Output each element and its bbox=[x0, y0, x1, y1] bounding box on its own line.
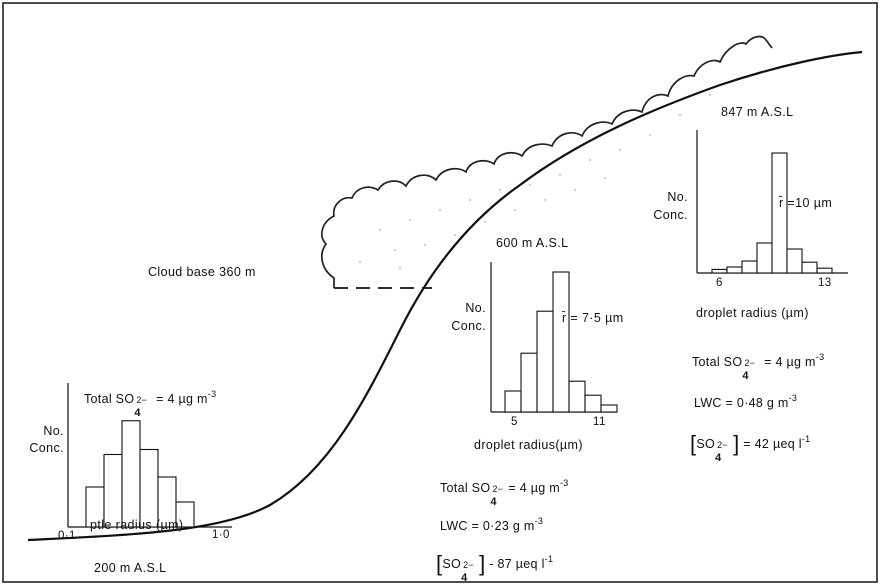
mid-total-value: = 4 µg m bbox=[508, 481, 560, 495]
mid-bracket-close: ] bbox=[479, 551, 486, 576]
high-total-prefix: Total SO bbox=[692, 355, 743, 369]
sulfate-subscript: 4 bbox=[715, 452, 722, 464]
mid-mean-radius: r̄ = 7·5 µm bbox=[562, 311, 624, 325]
sulfate-subscript: 4 bbox=[742, 370, 749, 382]
high-ylabel-line2: Conc. bbox=[653, 208, 688, 222]
mid-bar-7 bbox=[600, 404, 618, 413]
high-bar-8 bbox=[816, 267, 833, 274]
sulfate-subscript: 4 bbox=[134, 407, 141, 419]
sulfate-superscript: 2− bbox=[717, 440, 728, 450]
low-total-prefix: Total SO bbox=[84, 392, 135, 406]
mid-conc-value: - 87 µeq l bbox=[485, 557, 545, 571]
mid-xlabel: droplet radius(µm) bbox=[474, 438, 583, 452]
high-conc-value: = 42 µeq l bbox=[739, 437, 802, 451]
histogram-high bbox=[696, 130, 848, 274]
low-bar-3 bbox=[121, 420, 141, 528]
mid-conc-exp: -1 bbox=[544, 554, 554, 564]
mid-lwc-label: LWC = 0·23 g m bbox=[440, 519, 535, 533]
mid-tick-right: 11 bbox=[593, 416, 606, 428]
mid-bracket-open: [ bbox=[436, 551, 443, 576]
mid-bracket-species: SO bbox=[442, 557, 462, 571]
high-total-exp: -3 bbox=[815, 352, 825, 362]
low-bar-2 bbox=[103, 453, 123, 528]
high-tick-left: 6 bbox=[716, 277, 723, 289]
mid-bar-6 bbox=[584, 394, 602, 413]
low-tick-right: 1·0 bbox=[212, 529, 230, 541]
low-bar-6 bbox=[175, 501, 195, 528]
high-bar-5 bbox=[771, 152, 788, 274]
high-lwc-exp: -3 bbox=[788, 393, 798, 403]
high-bar-4 bbox=[756, 242, 773, 274]
high-bar-7 bbox=[801, 261, 818, 274]
low-ylabel-line1: No. bbox=[43, 424, 64, 438]
high-total-value: = 4 µg m bbox=[760, 355, 816, 369]
mid-bar-2 bbox=[520, 352, 538, 413]
high-conc-exp: -1 bbox=[801, 434, 811, 444]
mid-lwc: LWC = 0·23 g m-3 bbox=[440, 516, 543, 533]
high-bar-1 bbox=[711, 268, 728, 274]
high-bar-3 bbox=[741, 260, 758, 274]
sulfate-subscript: 4 bbox=[461, 572, 468, 584]
low-ylabel: No. Conc. bbox=[28, 423, 64, 457]
mid-total-exp: -3 bbox=[559, 478, 569, 488]
mid-ylabel-line2: Conc. bbox=[451, 319, 486, 333]
high-ylabel-line1: No. bbox=[667, 190, 688, 204]
sulfate-superscript: 2− bbox=[492, 484, 504, 494]
histogram-mid bbox=[490, 262, 618, 413]
altitude-high-label: 847 m A.S.L bbox=[721, 105, 794, 119]
high-bracket-close: ] bbox=[733, 431, 740, 456]
high-bar-2 bbox=[726, 266, 743, 274]
mid-bar-5 bbox=[568, 380, 586, 413]
low-bar-4 bbox=[139, 448, 159, 528]
sulfate-superscript: 2− bbox=[136, 395, 148, 405]
hill-profile bbox=[27, 50, 863, 542]
high-lwc-label: LWC = 0·48 g m bbox=[694, 396, 789, 410]
mid-lwc-exp: -3 bbox=[534, 516, 544, 526]
mid-bar-3 bbox=[536, 310, 554, 413]
high-ylabel: No. Conc. bbox=[646, 188, 688, 224]
low-xlabel: ptle radius (µm) bbox=[90, 518, 184, 532]
sulfate-subscript: 4 bbox=[490, 496, 497, 508]
cloud-outline bbox=[321, 35, 773, 288]
mid-total-prefix: Total SO bbox=[440, 481, 491, 495]
altitude-low-label: 200 m A.S.L bbox=[94, 561, 167, 575]
high-tick-right: 13 bbox=[818, 277, 832, 289]
high-bracket-open: [ bbox=[690, 431, 697, 456]
altitude-mid-label: 600 m A.S.L bbox=[496, 236, 569, 250]
mid-ylabel: No. Conc. bbox=[444, 299, 486, 335]
cloud-texture bbox=[358, 93, 712, 270]
low-total-value: = 4 µg m bbox=[152, 392, 208, 406]
high-mean-radius: r̄ =10 µm bbox=[779, 196, 833, 210]
low-tick-left: 0·1 bbox=[58, 530, 76, 542]
sulfate-superscript: 2− bbox=[744, 358, 756, 368]
mid-ylabel-line1: No. bbox=[465, 301, 486, 315]
high-lwc: LWC = 0·48 g m-3 bbox=[694, 393, 797, 410]
histogram-low bbox=[67, 383, 232, 528]
mid-tick-left: 5 bbox=[511, 416, 518, 428]
cloud-base-label: Cloud base 360 m bbox=[148, 265, 256, 279]
mid-bar-1 bbox=[504, 390, 522, 413]
high-xlabel: droplet radius (µm) bbox=[696, 306, 809, 320]
mid-bar-4 bbox=[552, 271, 570, 413]
high-bar-6 bbox=[786, 248, 803, 274]
low-ylabel-line2: Conc. bbox=[29, 441, 64, 455]
high-bracket-species: SO bbox=[696, 437, 716, 451]
low-total-exp: -3 bbox=[207, 389, 217, 399]
sulfate-superscript: 2− bbox=[463, 560, 474, 570]
